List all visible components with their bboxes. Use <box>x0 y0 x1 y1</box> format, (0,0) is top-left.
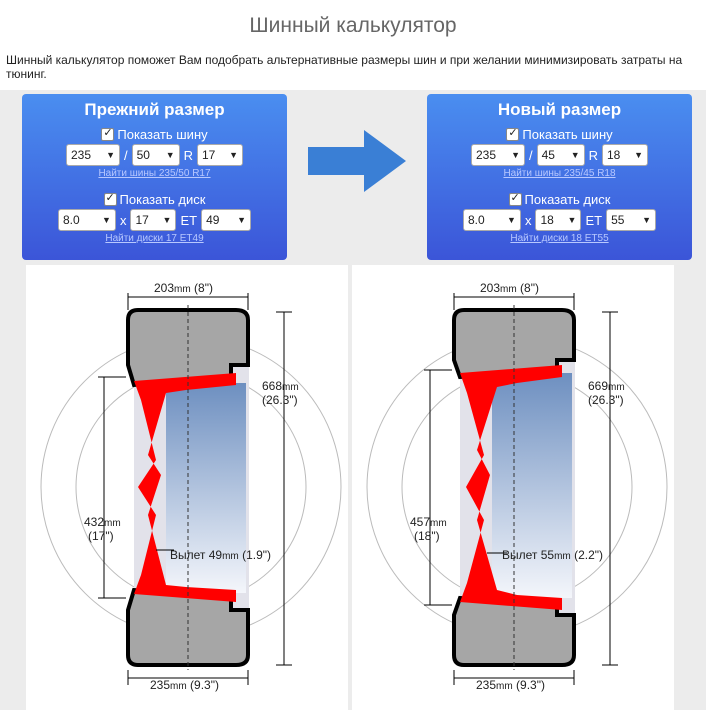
new-rim-diameter-label: 457mm(18") <box>410 515 447 543</box>
new-offset-value: 55 <box>611 213 625 227</box>
new-find-tires-link[interactable]: Найти шины 235/45 R18 <box>503 168 616 179</box>
r-label: R <box>588 147 598 163</box>
right-arrow-icon <box>308 130 406 192</box>
old-rim-diameter-label: 432mm(17") <box>84 515 121 543</box>
old-show-disk-checkbox[interactable]: Показать диск <box>22 191 287 207</box>
old-show-tire-checkbox[interactable]: Показать шину <box>22 126 287 142</box>
dropdown-arrow-icon: ▼ <box>102 215 111 225</box>
old-show-disk-label: Показать диск <box>119 192 206 207</box>
checkbox-icon[interactable] <box>506 126 520 141</box>
old-profile-select[interactable]: 50 ▼ <box>131 144 180 166</box>
new-disk-diam-value: 18 <box>540 213 554 227</box>
old-wheel-drawing <box>40 293 342 685</box>
dropdown-arrow-icon: ▼ <box>511 150 520 160</box>
old-find-tires-link[interactable]: Найти шины 235/50 R17 <box>98 168 211 179</box>
new-profile-select[interactable]: 45 ▼ <box>536 144 585 166</box>
new-find-disks-link[interactable]: Найти диски 18 ET55 <box>510 233 609 244</box>
dropdown-arrow-icon: ▼ <box>162 215 172 225</box>
new-width-select[interactable]: 235 ▼ <box>470 144 525 166</box>
new-width-value: 235 <box>475 148 497 162</box>
new-wheel-drawing <box>366 293 668 685</box>
dropdown-arrow-icon: ▼ <box>165 150 175 160</box>
new-show-disk-label: Показать диск <box>524 192 611 207</box>
old-offset-value: 49 <box>206 213 220 227</box>
old-size-panel: Прежний размер Показать шину 235▼ / 50▼ … <box>22 94 287 260</box>
et-label: ET <box>585 212 603 228</box>
new-show-disk-checkbox[interactable]: Показать диск <box>427 191 692 207</box>
dropdown-arrow-icon: ▼ <box>507 215 516 225</box>
old-size-heading: Прежний размер <box>84 100 225 119</box>
page-title: Шинный калькулятор <box>249 14 457 37</box>
x-label: x <box>119 212 127 228</box>
checkbox-icon[interactable] <box>103 191 117 206</box>
dropdown-arrow-icon: ▼ <box>229 150 238 160</box>
old-rim-select[interactable]: 17 ▼ <box>197 144 243 166</box>
new-rim-value: 18 <box>607 148 621 162</box>
old-offset-select[interactable]: 49 ▼ <box>201 209 252 231</box>
dropdown-arrow-icon: ▼ <box>237 215 247 225</box>
old-section-width-label: 203mm (8") <box>154 281 213 295</box>
new-disk-width-select[interactable]: 8.0 ▼ <box>462 209 521 231</box>
dropdown-arrow-icon: ▼ <box>570 150 580 160</box>
new-rim-select[interactable]: 18 ▼ <box>602 144 648 166</box>
dropdown-arrow-icon: ▼ <box>634 150 643 160</box>
old-diameter-label: 668mm(26.3") <box>262 379 299 407</box>
new-width-label: 235mm (9.3") <box>476 678 545 692</box>
old-disk-diam-select[interactable]: 17 ▼ <box>130 209 177 231</box>
slash-separator: / <box>528 147 533 163</box>
old-width-select[interactable]: 235 ▼ <box>65 144 120 166</box>
new-section-width-label: 203mm (8") <box>480 281 539 295</box>
new-offset-select[interactable]: 55 ▼ <box>606 209 657 231</box>
old-disk-diam-value: 17 <box>135 213 149 227</box>
old-find-disks-link[interactable]: Найти диски 17 ET49 <box>105 233 204 244</box>
checkbox-icon[interactable] <box>101 126 115 141</box>
x-label: x <box>524 212 532 228</box>
dropdown-arrow-icon: ▼ <box>567 215 577 225</box>
new-offset-label: Вылет 55mm (2.2") <box>502 548 604 562</box>
r-label: R <box>183 147 193 163</box>
new-size-heading: Новый размер <box>497 100 622 119</box>
slash-separator: / <box>123 147 128 163</box>
old-disk-width-select[interactable]: 8.0 ▼ <box>57 209 116 231</box>
new-wheel-diagram: 203mm (8") 669mm(26.3") 457mm(18") Вылет… <box>352 265 674 710</box>
et-label: ET <box>180 212 198 228</box>
dropdown-arrow-icon: ▼ <box>106 150 115 160</box>
old-offset-label: Вылет 49mm (1.9") <box>170 548 272 562</box>
new-show-tire-label: Показать шину <box>522 127 613 142</box>
dropdown-arrow-icon: ▼ <box>642 215 652 225</box>
new-profile-value: 45 <box>541 148 555 162</box>
new-show-tire-checkbox[interactable]: Показать шину <box>427 126 692 142</box>
old-width-value: 235 <box>70 148 92 162</box>
new-diameter-label: 669mm(26.3") <box>588 379 625 407</box>
new-size-panel: Новый размер Показать шину 235▼ / 45▼ R … <box>427 94 692 260</box>
checkbox-icon[interactable] <box>508 191 522 206</box>
old-wheel-diagram: 203mm (8") 668mm(26.3") 432mm(17") Вылет… <box>26 265 348 710</box>
old-width-label: 235mm (9.3") <box>150 678 219 692</box>
new-disk-width-value: 8.0 <box>467 213 485 227</box>
old-disk-width-value: 8.0 <box>62 213 80 227</box>
old-rim-value: 17 <box>202 148 216 162</box>
new-disk-diam-select[interactable]: 18 ▼ <box>535 209 582 231</box>
intro-text: Шинный калькулятор поможет Вам подобрать… <box>6 53 683 81</box>
old-show-tire-label: Показать шину <box>117 127 208 142</box>
old-profile-value: 50 <box>136 148 150 162</box>
